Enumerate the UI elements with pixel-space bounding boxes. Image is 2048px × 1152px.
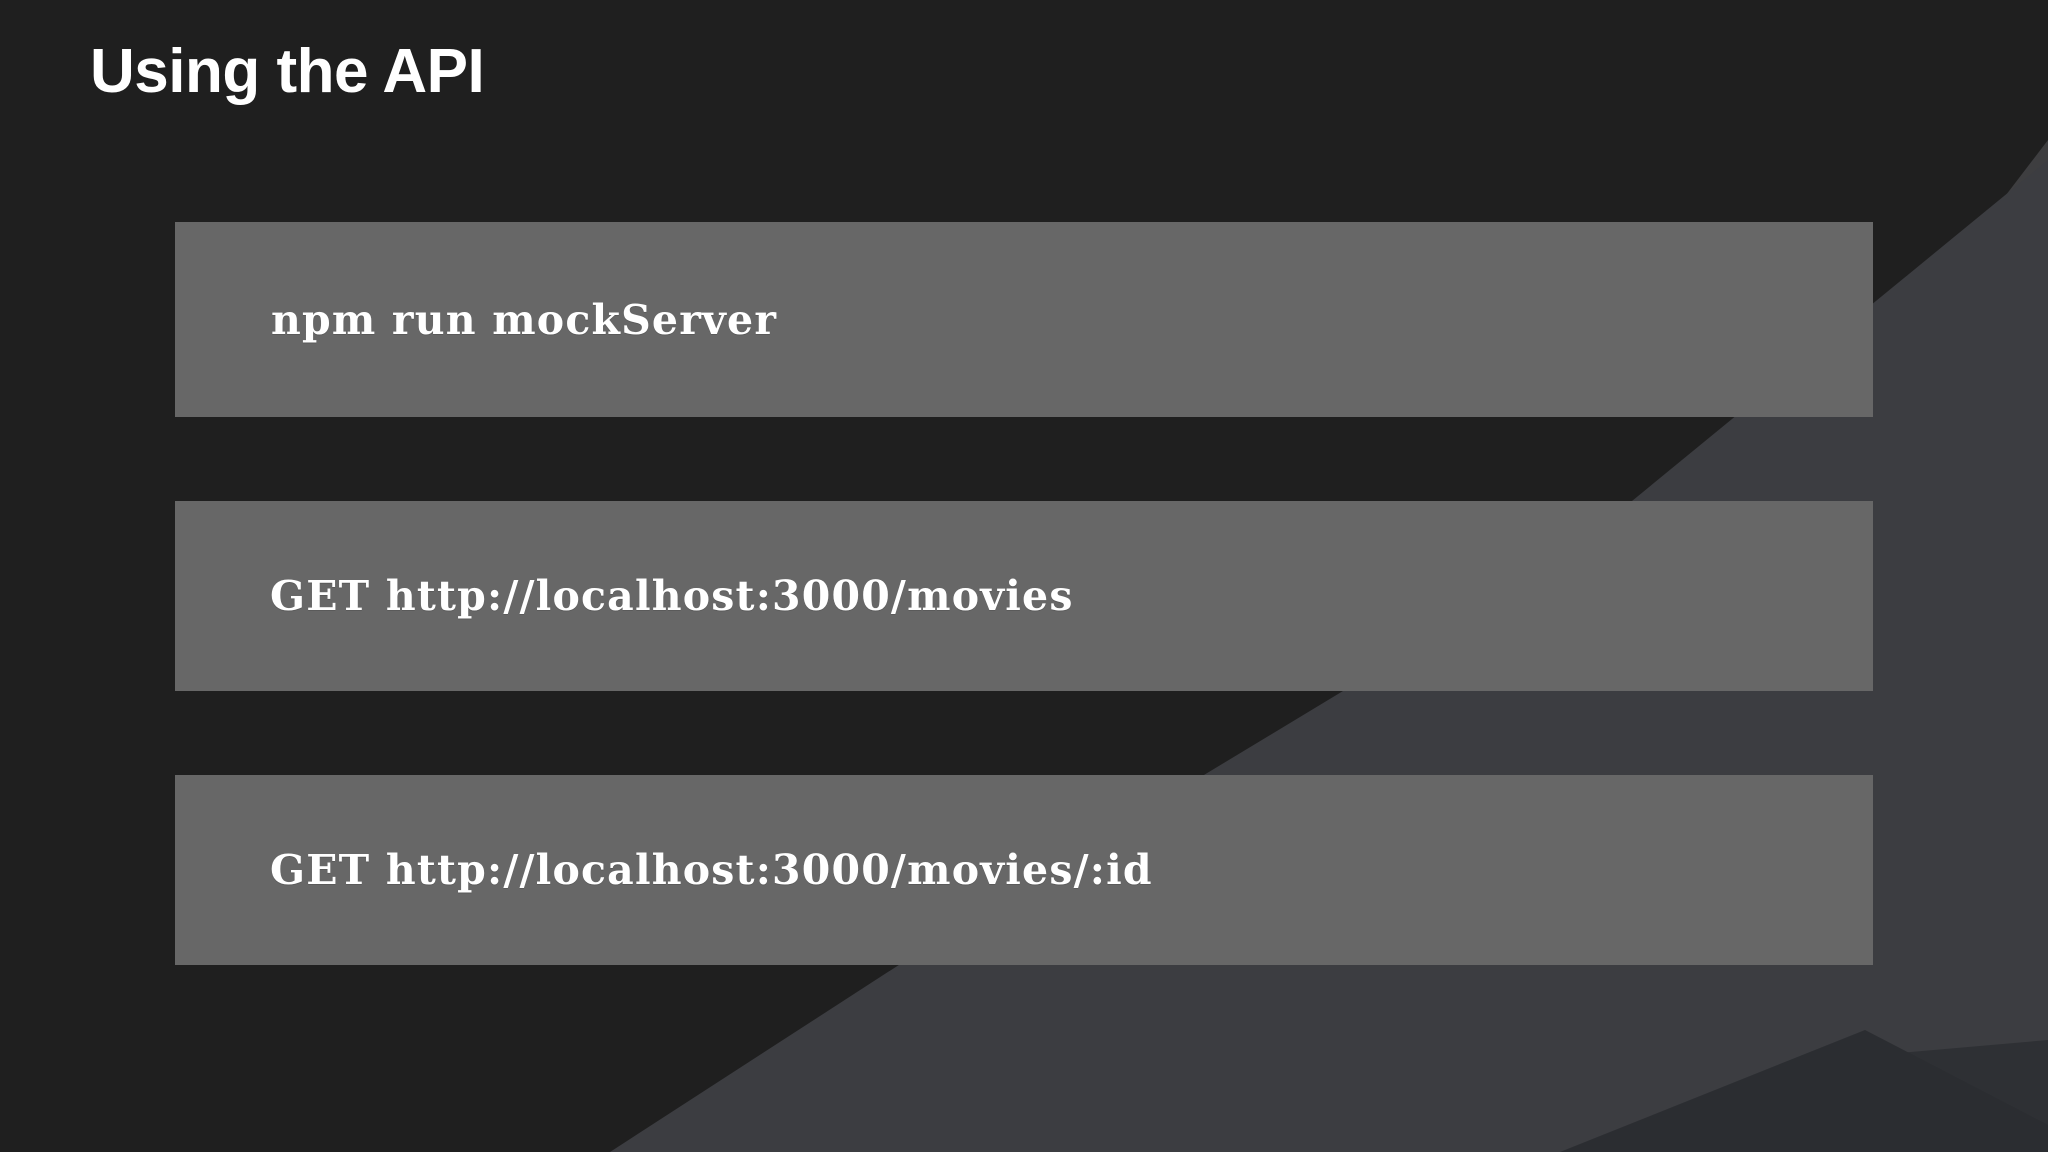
code-request-text: GET http://localhost:3000/movies bbox=[270, 572, 1074, 620]
deco-triangle-bottom bbox=[1560, 1030, 2048, 1152]
code-block-list: npm run mockServer GET http://localhost:… bbox=[175, 222, 1873, 965]
code-block: GET http://localhost:3000/movies/:id bbox=[175, 775, 1873, 965]
code-block: GET http://localhost:3000/movies bbox=[175, 501, 1873, 691]
page-title: Using the API bbox=[90, 37, 485, 106]
code-command-text: npm run mockServer bbox=[271, 295, 778, 344]
deco-triangle-lower-right bbox=[1600, 1040, 2048, 1152]
code-block: npm run mockServer bbox=[175, 222, 1873, 417]
code-request-text: GET http://localhost:3000/movies/:id bbox=[270, 846, 1153, 894]
